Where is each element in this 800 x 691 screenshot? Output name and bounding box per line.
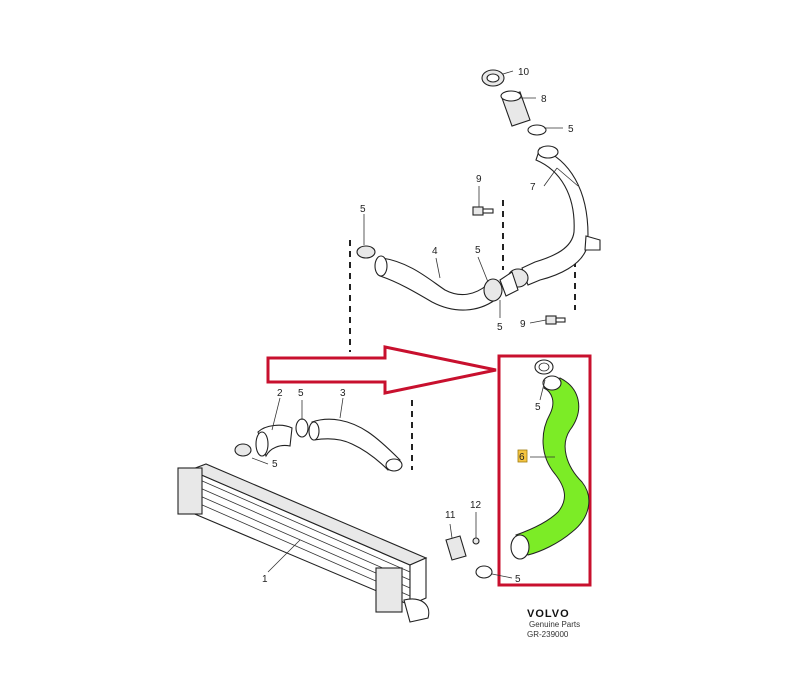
callout-2: 2: [277, 388, 283, 399]
part-1-intercooler: [177, 463, 430, 623]
direction-arrow: [266, 345, 497, 395]
callout-11: 11: [445, 510, 456, 521]
part-7-pipe: [521, 145, 601, 286]
leader-lines: [251, 70, 579, 579]
brand-block: VOLVO Genuine Parts GR-239000: [527, 608, 580, 639]
part-5-clamp-lower-mid: [295, 418, 309, 438]
part-2-elbow: [234, 424, 293, 458]
part-11-bracket: [445, 535, 467, 561]
callout-5-highlight: 5: [535, 402, 541, 413]
callout-1: 1: [262, 574, 268, 585]
part-5-clamp-lower-right: [475, 565, 493, 579]
part-9-bolt-lower: [545, 315, 566, 325]
callout-6: 6: [519, 452, 525, 463]
part-12-screw: [472, 537, 480, 545]
callout-5-upper-right: 5: [568, 124, 574, 135]
brand-tagline: Genuine Parts: [529, 620, 580, 629]
callout-9-upper: 9: [476, 174, 482, 185]
part-5-clamp-highlight-top: [534, 359, 554, 375]
pipe-joint: [483, 268, 529, 302]
callout-6-badge: 6: [517, 449, 528, 463]
callout-5-upper-mid: 5: [475, 245, 481, 256]
callout-3: 3: [340, 388, 346, 399]
callout-10: 10: [518, 67, 530, 78]
part-9-bolt-upper: [472, 206, 494, 216]
part-8-sleeve: [500, 90, 531, 127]
callout-5-upper-lower: 5: [497, 322, 503, 333]
highlight-box: [497, 354, 592, 587]
part-3-hose: [308, 418, 403, 472]
callout-4: 4: [432, 246, 438, 257]
callout-5-lower-left: 5: [272, 459, 278, 470]
part-10-clamp: [481, 69, 505, 87]
callout-5-lower-right: 5: [515, 574, 521, 585]
callout-7: 7: [530, 182, 536, 193]
callout-8: 8: [541, 94, 547, 105]
brand-code: GR-239000: [527, 630, 569, 639]
upper-dashed-outline: [349, 200, 576, 352]
callout-5-upper-left: 5: [360, 204, 366, 215]
brand-name: VOLVO: [527, 608, 570, 620]
callout-12: 12: [470, 500, 482, 511]
part-5-clamp-upper-right: [527, 124, 547, 136]
callout-9-lower: 9: [520, 319, 526, 330]
callout-5-lower-mid: 5: [298, 388, 304, 399]
part-6-highlighted-hose: [510, 375, 590, 560]
